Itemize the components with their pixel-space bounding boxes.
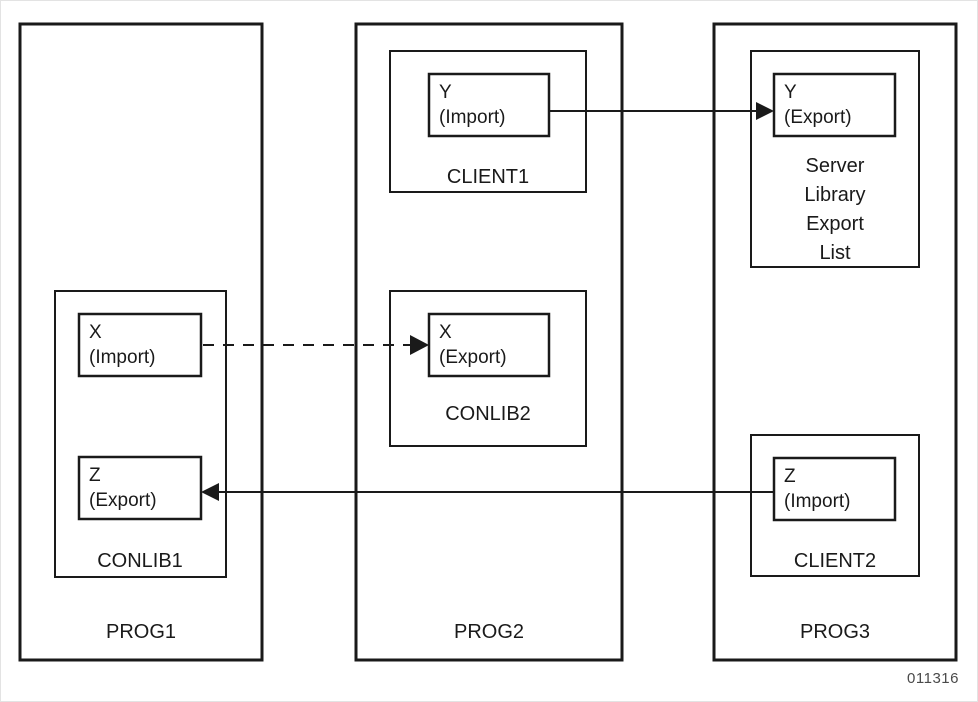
symbol-box-y-export-server: Y (Export) — [772, 72, 897, 138]
connection-x-link — [203, 335, 429, 355]
client1-label: CLIENT1 — [447, 166, 529, 188]
symbol-box-z-import-client2: Z (Import) — [772, 456, 897, 522]
x-import-conlib1-name: X — [89, 322, 102, 343]
z-import-client2-kind: (Import) — [784, 491, 851, 512]
y-import-client1-name: Y — [439, 82, 452, 103]
z-export-conlib1-rect — [77, 455, 203, 521]
program-group-prog2: PROG2 CLIENT1 Y (Import) CONLIB2 — [354, 22, 624, 662]
y-import-client1-kind: (Import) — [439, 107, 506, 128]
z-export-conlib1-name: Z — [89, 465, 101, 486]
symbol-box-y-import-client1: Y (Import) — [427, 72, 551, 138]
x-export-conlib2-name: X — [439, 322, 452, 343]
z-link-arrowhead-icon — [201, 483, 219, 501]
server-label-line-2: Library — [804, 184, 865, 206]
symbol-box-x-import-conlib1: X (Import) — [77, 312, 203, 378]
x-import-conlib1-rect — [77, 312, 203, 378]
module-group-server-library-export-list: Server Library Export List Y (Export) — [750, 50, 920, 268]
program-group-prog3: PROG3 Server Library Export List Y (Expo… — [712, 22, 958, 662]
module-group-conlib2: CONLIB2 X (Export) — [389, 290, 587, 447]
client2-label: CLIENT2 — [794, 550, 876, 572]
prog2-label: PROG2 — [454, 621, 524, 643]
z-import-client2-rect — [772, 456, 897, 522]
connection-y-link — [549, 102, 774, 120]
module-group-client2: CLIENT2 Z (Import) — [750, 434, 920, 577]
prog1-label: PROG1 — [106, 621, 176, 643]
x-export-conlib2-kind: (Export) — [439, 347, 507, 368]
module-group-client1: CLIENT1 Y (Import) — [389, 50, 587, 193]
figure-number: 011316 — [907, 670, 959, 687]
server-label-line-1: Server — [806, 155, 865, 177]
symbol-box-z-export-conlib1: Z (Export) — [77, 455, 203, 521]
connection-z-link — [201, 483, 774, 501]
x-link-arrowhead-icon — [410, 335, 429, 355]
server-label-line-4: List — [819, 242, 851, 264]
y-export-server-rect — [772, 72, 897, 138]
z-export-conlib1-kind: (Export) — [89, 490, 157, 511]
y-export-server-name: Y — [784, 82, 797, 103]
x-import-conlib1-kind: (Import) — [89, 347, 156, 368]
symbol-box-x-export-conlib2: X (Export) — [427, 312, 551, 378]
prog3-label: PROG3 — [800, 621, 870, 643]
module-group-conlib1: CONLIB1 X (Import) Z (Export) — [54, 290, 227, 578]
y-link-arrowhead-icon — [756, 102, 774, 120]
server-label-line-3: Export — [806, 213, 864, 235]
conlib2-label: CONLIB2 — [445, 403, 531, 425]
conlib1-label: CONLIB1 — [97, 550, 183, 572]
program-group-prog1: PROG1 CONLIB1 X (Import) Z (Export) — [18, 22, 264, 662]
z-import-client2-name: Z — [784, 466, 796, 487]
y-export-server-kind: (Export) — [784, 107, 852, 128]
y-import-client1-rect — [427, 72, 551, 138]
